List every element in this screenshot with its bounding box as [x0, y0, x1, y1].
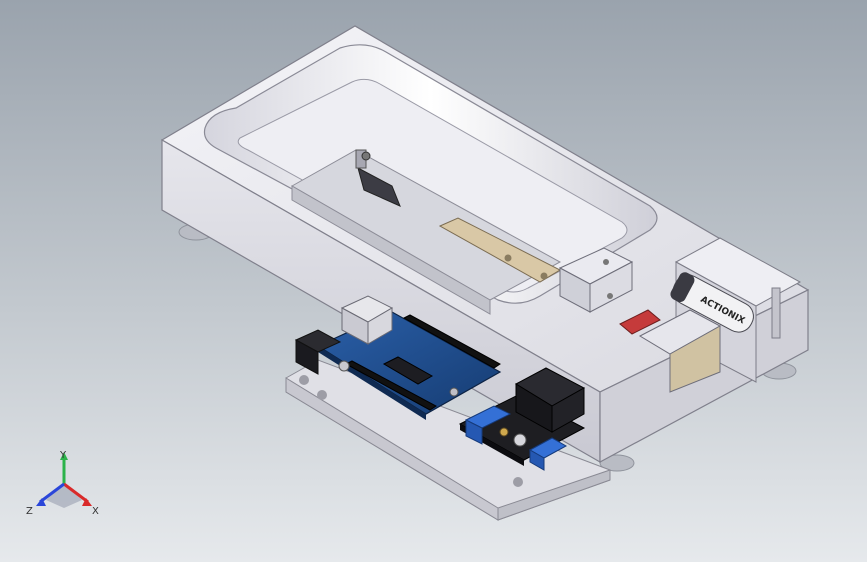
- limit-switch[interactable]: [355, 149, 401, 207]
- x-axis-label: X: [92, 506, 99, 517]
- carriage-block[interactable]: [558, 247, 634, 313]
- z-axis-label: Z: [26, 506, 33, 517]
- z-axis-line: [39, 482, 65, 504]
- y-axis-arrow: [60, 452, 68, 460]
- arduino-board[interactable]: [294, 295, 502, 420]
- base-plate[interactable]: [285, 359, 611, 521]
- motor-driver-board[interactable]: [458, 367, 586, 471]
- motor-bracket[interactable]: [619, 309, 722, 393]
- battery: ACTIONIX: [670, 272, 754, 333]
- x-axis-arrow: [82, 498, 92, 506]
- z-axis-arrow: [36, 498, 46, 506]
- x-axis-line: [63, 482, 89, 504]
- view-triad[interactable]: Y X Z: [24, 448, 104, 520]
- y-axis-label: Y: [59, 450, 67, 461]
- tray-cavity: [237, 78, 628, 293]
- triad-base: [46, 484, 82, 508]
